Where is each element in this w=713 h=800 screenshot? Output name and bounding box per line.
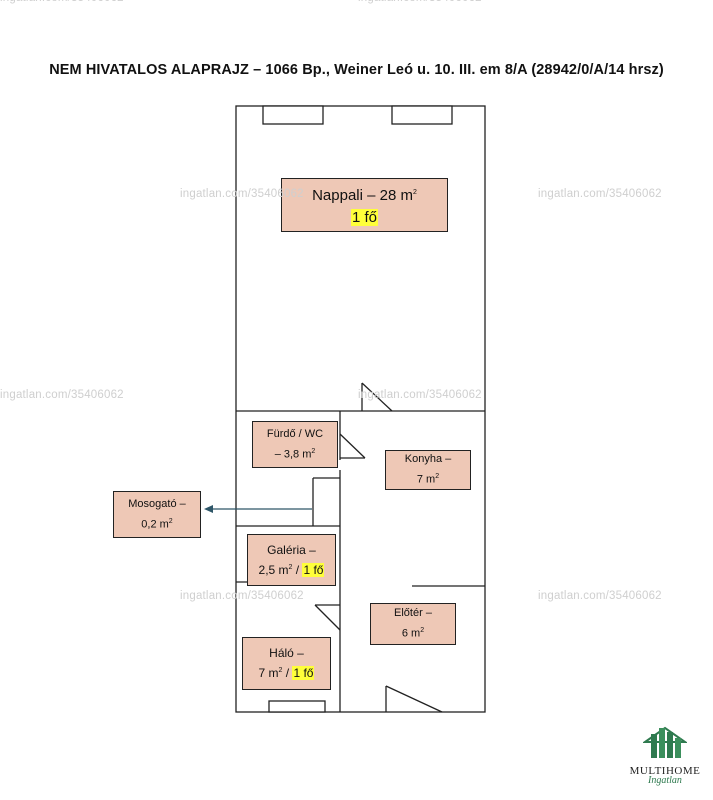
- logo-brand: MULTIHOME: [629, 765, 701, 777]
- room-eloter: Előtér – 6 m2: [370, 603, 456, 645]
- room-furdo: Fürdő / WC – 3,8 m2: [252, 421, 338, 468]
- window: [268, 700, 326, 713]
- room-furdo-area: – 3,8 m: [274, 448, 312, 461]
- room-nappali: Nappali – 28 m2 1 fő: [281, 178, 448, 232]
- watermark: ingatlan.com/35406062: [0, 0, 124, 4]
- logo-sub: Ingatlan: [648, 775, 682, 786]
- watermark: ingatlan.com/35406062: [358, 389, 482, 401]
- room-furdo-name: Fürdő / WC: [266, 427, 324, 440]
- room-galeria: Galéria – 2,5 m2 / 1 fő: [247, 534, 336, 586]
- room-galeria-name: Galéria –: [267, 542, 316, 557]
- watermark: ingatlan.com/35406062: [180, 590, 304, 602]
- unit-sup: 2: [413, 188, 417, 196]
- watermark: ingatlan.com/35406062: [538, 188, 662, 200]
- room-mosogato: Mosogató – 0,2 m2: [113, 491, 201, 538]
- window: [391, 105, 453, 125]
- room-mosogato-area: 0,2 m: [141, 518, 169, 531]
- room-eloter-area: 6 m: [401, 627, 421, 640]
- plan-title: NEM HIVATALOS ALAPRAJZ – 1066 Bp., Weine…: [49, 62, 664, 78]
- room-konyha-area: 7 m: [416, 473, 436, 486]
- buildings-icon: [641, 726, 689, 758]
- window: [262, 105, 324, 125]
- room-eloter-name: Előtér –: [394, 607, 432, 620]
- watermark: ingatlan.com/35406062: [180, 188, 304, 200]
- outer-wall: [235, 105, 486, 713]
- unit-sup: 2: [288, 563, 293, 571]
- watermark: ingatlan.com/35406062: [358, 0, 482, 4]
- separator: /: [282, 666, 293, 680]
- separator: /: [292, 562, 303, 577]
- room-halo-name: Háló –: [269, 646, 304, 660]
- room-halo: Háló – 7 m2 / 1 fő: [242, 637, 331, 690]
- occupancy-label: 1 fő: [292, 666, 315, 680]
- room-konyha-name: Konyha –: [404, 453, 452, 466]
- occupancy-label: 1 fő: [350, 208, 379, 226]
- room-mosogato-name: Mosogató –: [128, 497, 186, 510]
- watermark: ingatlan.com/35406062: [0, 389, 124, 401]
- room-halo-area: 7 m: [258, 666, 279, 680]
- multihome-logo: MULTIHOME Ingatlan: [620, 722, 710, 786]
- occupancy-label: 1 fő: [302, 562, 325, 577]
- watermark: ingatlan.com/35406062: [538, 590, 662, 602]
- room-nappali-name: Nappali – 28 m: [312, 186, 413, 204]
- unit-sup: 2: [420, 627, 425, 635]
- room-galeria-area: 2,5 m: [258, 562, 289, 577]
- unit-sup: 2: [278, 667, 283, 674]
- unit-sup: 2: [311, 447, 316, 455]
- unit-sup: 2: [435, 473, 440, 481]
- room-konyha: Konyha – 7 m2: [385, 450, 471, 490]
- unit-sup: 2: [168, 517, 173, 525]
